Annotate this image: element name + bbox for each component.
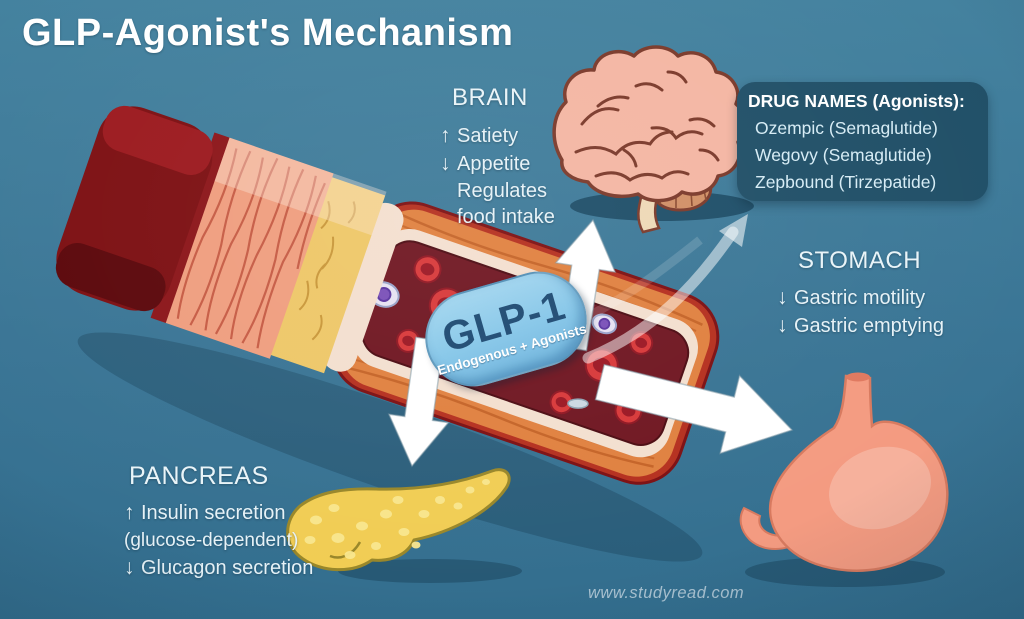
watermark: www.studyread.com	[588, 584, 745, 602]
down-arrow-icon: ↓	[777, 314, 788, 337]
pancreas-shadow	[338, 559, 522, 583]
vessel-highlight	[214, 137, 387, 236]
vessel-yellow-layer	[267, 175, 386, 374]
drug-names-header: DRUG NAMES (Agonists):	[748, 91, 965, 111]
brain-effect-row: Regulates food intake	[457, 180, 555, 228]
drug-name-item: Wegovy (Semaglutide)	[755, 145, 932, 165]
brain-illustration	[552, 45, 747, 234]
down-arrow-icon: ↓	[124, 556, 135, 579]
down-arrow-icon: ↓	[777, 286, 788, 309]
pancreas-effect-row: ↑Insulin secretion	[124, 501, 286, 524]
pancreas-section: PANCREAS ↑Insulin secretion (glucose-dep…	[124, 462, 313, 582]
up-arrow-icon: ↑	[124, 501, 135, 524]
pancreas-effect-row: (glucose-dependent)	[124, 530, 299, 551]
up-arrow-icon: ↑	[440, 124, 451, 147]
down-arrow-icon: ↓	[440, 152, 451, 175]
white-blood-cell	[591, 313, 618, 335]
brain-effect-row: ↑Satiety	[440, 122, 561, 150]
brain-section: BRAIN ↑Satiety ↓Appetite Regulates food …	[440, 84, 561, 230]
vessel-end-cap	[55, 105, 213, 312]
stomach-effect-row: ↓Gastric motility	[777, 284, 944, 312]
pancreas-label: PANCREAS	[129, 462, 269, 490]
vessel-muscle-layer	[161, 136, 334, 359]
pancreas-effect-row: ↓Glucagon secretion	[124, 556, 314, 579]
pancreas-illustration	[286, 468, 511, 572]
vessel-shadow	[77, 332, 703, 562]
vessel-cream-layer	[322, 202, 404, 372]
stomach-illustration	[739, 372, 949, 572]
stomach-effect-row: ↓Gastric emptying	[777, 312, 944, 340]
drug-name-item: Ozempic (Semaglutide)	[755, 118, 938, 138]
brain-label: BRAIN	[452, 84, 528, 111]
page-title: GLP-Agonist's Mechanism	[22, 12, 514, 54]
drug-name-item: Zepbound (Tirzepatide)	[755, 172, 937, 192]
arrow-to-stomach	[594, 363, 794, 455]
drug-names-box: DRUG NAMES (Agonists): Ozempic (Semaglut…	[737, 82, 988, 201]
stomach-label: STOMACH	[798, 247, 922, 274]
brain-effect-row: ↓Appetite	[440, 150, 561, 178]
stomach-section: STOMACH ↓Gastric motility ↓Gastric empty…	[777, 247, 944, 340]
